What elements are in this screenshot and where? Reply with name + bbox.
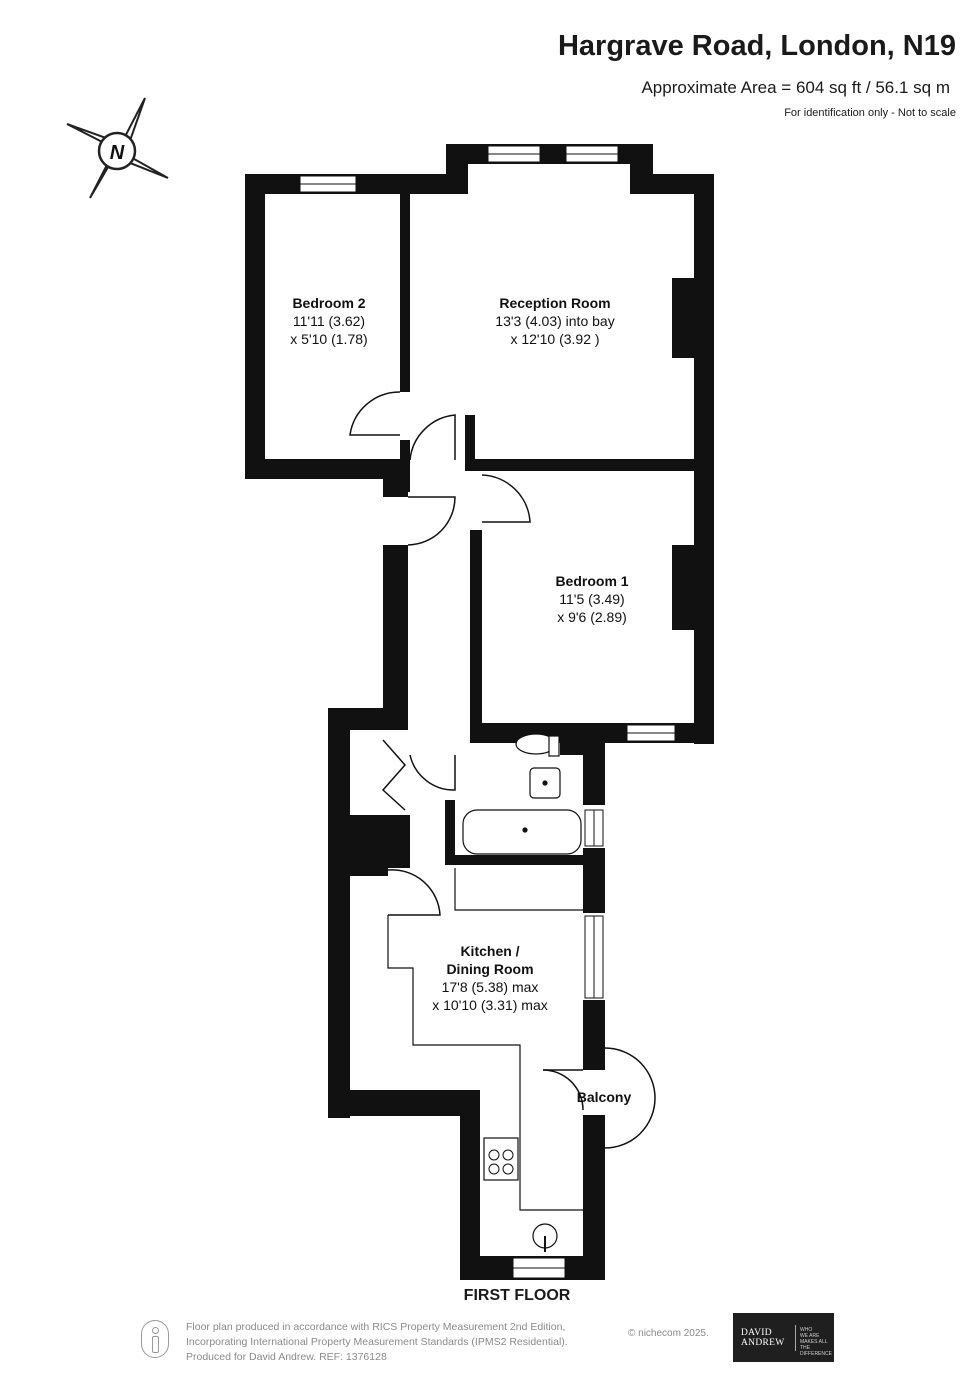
kitchen-name-1: Kitchen / xyxy=(460,943,519,959)
bedroom-1-name: Bedroom 1 xyxy=(555,573,628,589)
bedroom-1-dim2: x 9'6 (2.89) xyxy=(557,609,627,625)
room-label-kitchen: Kitchen / Dining Room 17'8 (5.38) max x … xyxy=(432,943,548,1013)
logo-line-1: DAVID xyxy=(741,1328,772,1338)
room-label-reception: Reception Room 13'3 (4.03) into bay x 12… xyxy=(495,295,614,347)
logo-tag-4: THE DIFFERENCE xyxy=(800,1345,832,1357)
hob-icon xyxy=(483,1137,519,1181)
reception-dim2: x 12'10 (3.92 ) xyxy=(510,331,599,347)
floor-label: FIRST FLOOR xyxy=(463,1287,571,1304)
scale-note: For identification only - Not to scale xyxy=(784,107,956,119)
compass-north-label: N xyxy=(110,142,125,164)
reception-name: Reception Room xyxy=(499,295,610,311)
kitchen-dim1: 17'8 (5.38) max xyxy=(442,979,539,995)
footer-line-1: Floor plan produced in accordance with R… xyxy=(186,1321,566,1333)
bathtub-icon xyxy=(462,809,582,855)
logo-line-2: ANDREW xyxy=(741,1338,785,1348)
area-subtitle: Approximate Area = 604 sq ft / 56.1 sq m xyxy=(641,78,950,97)
door-swings xyxy=(349,391,656,1149)
kitchen-counter xyxy=(387,868,583,1211)
logo-tag-1: WHO xyxy=(800,1327,813,1333)
reception-dim1: 13'3 (4.03) into bay xyxy=(495,313,614,329)
bedroom-1-dim1: 11'5 (3.49) xyxy=(559,591,624,607)
info-icon xyxy=(141,1320,169,1358)
footer-line-2: Incorporating International Property Mea… xyxy=(186,1336,568,1348)
room-label-bedroom-1: Bedroom 1 11'5 (3.49) x 9'6 (2.89) xyxy=(555,573,628,625)
bedroom-2-name: Bedroom 2 xyxy=(292,295,365,311)
logo-tag-2: WE ARE xyxy=(800,1333,820,1339)
page-title: Hargrave Road, London, N19 xyxy=(557,30,956,62)
kitchen-name-2: Dining Room xyxy=(446,961,533,977)
bathroom-fixtures xyxy=(462,733,582,855)
room-label-bedroom-2: Bedroom 2 11'11 (3.62) x 5'10 (1.78) xyxy=(290,295,367,347)
kitchen-dim2: x 10'10 (3.31) max xyxy=(432,997,548,1013)
balcony-label: Balcony xyxy=(577,1089,632,1105)
windows xyxy=(299,145,676,1279)
bedroom-2-dim1: 11'11 (3.62) xyxy=(293,313,365,329)
footer-text: Floor plan produced in accordance with R… xyxy=(186,1320,568,1365)
copyright: © nichecom 2025. xyxy=(628,1328,709,1339)
bedroom-2-dim2: x 5'10 (1.78) xyxy=(290,331,367,347)
compass-icon: N xyxy=(66,97,169,199)
footer-line-3: Produced for David Andrew. REF: 1376128 xyxy=(186,1351,387,1363)
logo-tag-3: MAKES ALL xyxy=(800,1339,828,1345)
kitchen-sink-icon xyxy=(532,1223,558,1252)
